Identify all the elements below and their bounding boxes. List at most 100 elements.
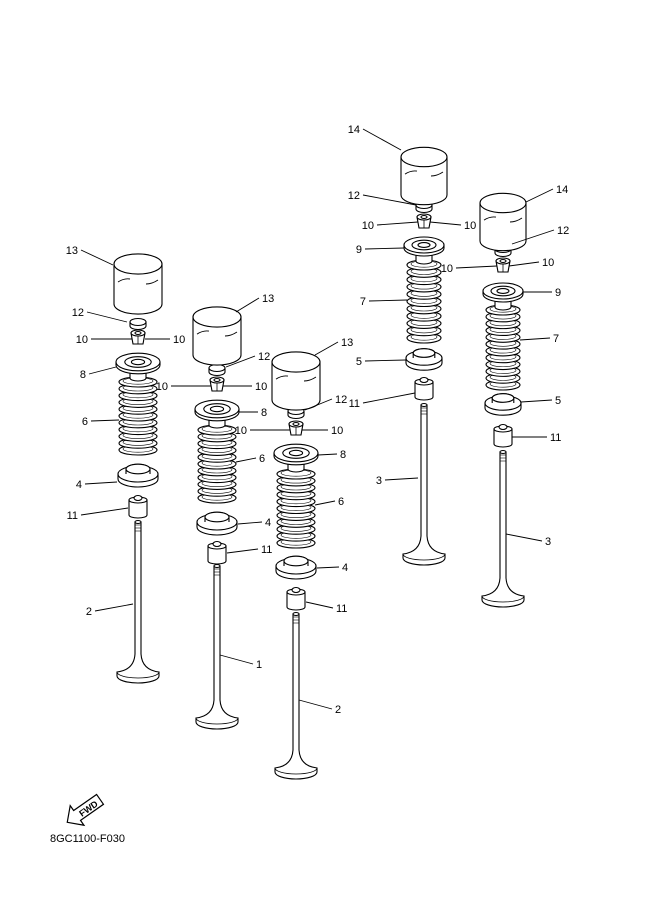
callout-number: 11	[67, 510, 78, 522]
callout-number: 12	[335, 394, 347, 406]
callout-number: 11	[349, 398, 360, 410]
callout-number: 14	[556, 184, 568, 196]
valve-stem-seal	[128, 494, 148, 519]
callout: 3	[505, 533, 551, 548]
valve	[195, 563, 239, 730]
callout: 14	[525, 184, 568, 203]
callout-number: 12	[72, 307, 84, 319]
callout-number: 3	[545, 536, 551, 548]
callout: 11	[305, 601, 347, 615]
callout-number: 11	[550, 432, 561, 444]
callout: 5	[520, 395, 561, 407]
leader-line	[225, 355, 256, 368]
leader-line	[314, 341, 339, 356]
valve-lifter-bucket	[271, 351, 321, 411]
valve-stem-seal	[493, 423, 513, 448]
leader-line	[525, 188, 554, 203]
leader-line	[362, 194, 417, 206]
parts-layer	[113, 146, 527, 780]
diagram-code: 8GC1100-F030	[50, 833, 125, 845]
leader-line	[508, 261, 540, 267]
callout: 1	[219, 654, 262, 671]
valve	[402, 402, 446, 566]
valve-lifter-bucket	[113, 253, 163, 315]
callout: 13	[314, 337, 353, 356]
callout-number: 5	[555, 395, 561, 407]
valve-spring-retainer	[482, 282, 524, 311]
leader-line	[219, 654, 254, 665]
callout-number: 8	[261, 407, 267, 419]
leader-line	[226, 548, 259, 554]
callout: 10	[223, 381, 267, 393]
valve-spring-seat	[275, 555, 317, 580]
leader-line	[235, 297, 260, 313]
callout: 6	[82, 416, 120, 428]
valve-cotter-keeper	[130, 329, 146, 345]
valve-spring	[406, 259, 442, 344]
callout-number: 8	[80, 369, 86, 381]
valve-spring-seat	[405, 348, 443, 371]
callout: 12	[304, 394, 347, 411]
valve-spring-seat	[117, 463, 159, 488]
callout-number: 11	[336, 603, 347, 615]
callout-number: 12	[557, 225, 569, 237]
valve-cotter-keeper	[288, 420, 304, 436]
callout: 11	[67, 507, 129, 522]
callout-number: 9	[356, 244, 362, 256]
callout: 13	[66, 245, 114, 266]
leader-line	[88, 366, 117, 375]
valve-spring	[118, 376, 158, 456]
callout-number: 7	[360, 296, 366, 308]
leader-line	[94, 603, 134, 612]
leader-line	[80, 507, 129, 516]
leader-line	[520, 399, 553, 403]
fwd-arrow-icon: FWD	[66, 793, 105, 827]
callout: 10	[441, 263, 498, 275]
valve-spring-retainer	[194, 399, 240, 429]
callout: 12	[225, 351, 270, 368]
leader-line	[364, 247, 405, 250]
valve	[116, 519, 160, 684]
callout-number: 4	[342, 562, 348, 574]
valve-spring	[485, 304, 521, 391]
valve-pad-shim	[129, 317, 147, 331]
leader-line	[364, 359, 407, 362]
callout-number: 10	[362, 220, 374, 232]
callout: 4	[237, 517, 271, 529]
callout-number: 10	[441, 263, 453, 275]
callout-number: 10	[173, 334, 185, 346]
callout-number: 13	[66, 245, 78, 257]
callout: 10	[76, 334, 132, 346]
leader-line	[519, 337, 551, 341]
leader-line	[84, 481, 118, 485]
leader-line	[384, 477, 419, 481]
valve-cotter-keeper	[209, 376, 225, 392]
valve-spring	[197, 424, 237, 504]
valve-pad-shim	[208, 363, 226, 377]
callout: 10	[235, 425, 290, 437]
callout: 9	[356, 244, 405, 256]
callout: 8	[239, 407, 267, 419]
callout: 12	[511, 225, 569, 245]
leader-line	[362, 128, 402, 151]
valve-cotter-keeper	[416, 213, 432, 229]
callout: 14	[348, 124, 402, 151]
callout-number: 12	[258, 351, 270, 363]
callout: 12	[348, 190, 417, 206]
valve-spring-retainer	[115, 352, 161, 382]
callout-number: 10	[156, 381, 168, 393]
callout: 2	[86, 603, 134, 618]
callout-number: 5	[356, 356, 362, 368]
callout: 12	[72, 307, 128, 323]
callout: 8	[80, 366, 117, 381]
leader-line	[90, 419, 120, 422]
leader-line	[362, 392, 416, 404]
leader-line	[235, 457, 257, 463]
callout-number: 9	[555, 287, 561, 299]
callout-number: 6	[82, 416, 88, 428]
callout: 11	[512, 432, 561, 444]
callout-number: 13	[341, 337, 353, 349]
callout: 10	[145, 334, 185, 346]
callout: 4	[76, 479, 118, 491]
callout: 2	[298, 699, 341, 716]
